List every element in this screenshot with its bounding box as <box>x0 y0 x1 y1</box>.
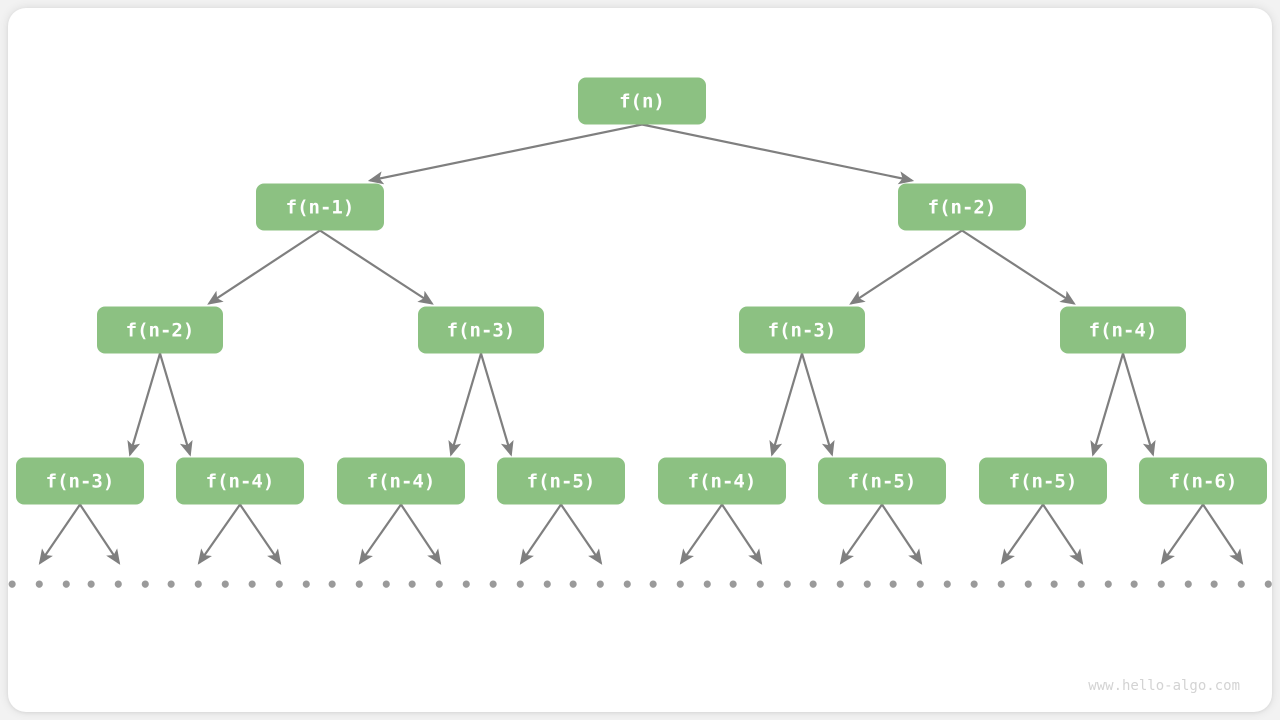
tree-node-label: f(n-3) <box>46 471 115 493</box>
tree-node-label: f(n-5) <box>848 471 917 493</box>
tree-node-box <box>256 183 384 231</box>
leaf-ellipsis: • • • <box>1208 573 1276 597</box>
tree-node-box <box>1060 306 1186 354</box>
leaf-ellipsis: • • • <box>887 573 955 597</box>
tree-node-label: f(n-4) <box>206 471 275 493</box>
leaf-ellipsis: • • • <box>1128 573 1196 597</box>
tree-node-box <box>898 183 1026 231</box>
leaf-ellipsis: • • • <box>647 573 715 597</box>
tree-edge-leaf <box>839 503 883 565</box>
tree-node[interactable]: f(n-5) <box>979 457 1107 505</box>
tree-edge <box>849 229 963 305</box>
tree-node-label: f(n-2) <box>126 320 195 342</box>
tree-edge <box>1121 353 1156 457</box>
tree-node-label: f(n-3) <box>768 320 837 342</box>
leaf-ellipsis: • • • <box>6 573 74 597</box>
tree-node-label: f(n-5) <box>527 471 596 493</box>
leaf-ellipsis: • • • <box>968 573 1036 597</box>
tree-node-box <box>16 457 144 505</box>
tree-edge-leaf <box>1042 503 1084 565</box>
tree-node-box <box>578 77 706 125</box>
leaf-ellipsis: • • • <box>1048 573 1116 597</box>
tree-edge <box>769 353 804 457</box>
tree-node[interactable]: f(n-2) <box>97 306 223 354</box>
tree-node-box <box>176 457 304 505</box>
tree-node[interactable]: f(n-4) <box>1060 306 1186 354</box>
tree-edge-leaf <box>197 503 241 565</box>
tree-node-box <box>979 457 1107 505</box>
nodes-layer: f(n) f(n-1) f(n-2) f(n-2) f(n-3) f(n-3) f(n-4)… <box>16 77 1267 505</box>
tree-node-box <box>739 306 865 354</box>
tree-node-label: f(n-3) <box>447 320 516 342</box>
tree-edge <box>479 353 514 457</box>
tree-node-label: f(n-4) <box>1089 320 1158 342</box>
tree-node[interactable]: f(n-4) <box>176 457 304 505</box>
tree-node-label: f(n-6) <box>1169 471 1238 493</box>
tree-edge-leaf <box>400 503 442 565</box>
tree-node-box <box>1139 457 1267 505</box>
tree-edge-leaf <box>721 503 763 565</box>
tree-edge-leaf <box>881 503 923 565</box>
tree-node-box <box>337 457 465 505</box>
tree-edge-leaf <box>560 503 603 565</box>
tree-node-box <box>97 306 223 354</box>
leaf-ellipsis: • • • <box>727 573 795 597</box>
tree-node[interactable]: f(n-4) <box>658 457 786 505</box>
tree-edge-leaf <box>38 503 81 565</box>
tree-edge <box>127 353 162 457</box>
tree-edge <box>641 123 915 185</box>
tree-node-label: f(n-4) <box>688 471 757 493</box>
tree-edge <box>1090 353 1125 457</box>
tree-edge <box>448 353 483 457</box>
leaf-ellipsis: • • • <box>85 573 153 597</box>
tree-node-label: f(n-1) <box>286 197 355 219</box>
tree-node[interactable]: f(n-5) <box>497 457 625 505</box>
tree-edge <box>207 229 321 305</box>
tree-edge <box>961 229 1076 305</box>
tree-edge-leaf <box>358 503 402 565</box>
tree-node-label: f(n-5) <box>1009 471 1078 493</box>
leaf-ellipsis: • • • <box>406 573 474 597</box>
leaf-ellipsis: • • • <box>807 573 875 597</box>
watermark: www.hello-algo.com <box>1088 678 1240 694</box>
tree-node[interactable]: f(n) <box>578 77 706 125</box>
tree-node-label: f(n-4) <box>367 471 436 493</box>
tree-node-label: f(n-2) <box>928 197 997 219</box>
tree-edge-leaf <box>1160 503 1204 565</box>
tree-edge-leaf <box>79 503 121 565</box>
tree-node-box <box>418 306 544 354</box>
leaf-ellipsis-layer: • • • • • • • • • • • • • • • • • • • • • • • •… <box>6 573 1276 597</box>
tree-edge-leaf <box>239 503 282 565</box>
tree-edge-leaf <box>1202 503 1244 565</box>
tree-node[interactable]: f(n-3) <box>16 457 144 505</box>
tree-node-label: f(n) <box>619 91 665 113</box>
leaf-ellipsis: • • • <box>567 573 635 597</box>
tree-node[interactable]: f(n-6) <box>1139 457 1267 505</box>
tree-node[interactable]: f(n-2) <box>898 183 1026 231</box>
leaf-ellipsis: • • • <box>326 573 394 597</box>
tree-edge-leaf <box>679 503 723 565</box>
tree-edge <box>319 229 434 305</box>
tree-edge <box>158 353 193 457</box>
tree-node-box <box>818 457 946 505</box>
leaf-ellipsis: • • • <box>165 573 233 597</box>
tree-node[interactable]: f(n-4) <box>337 457 465 505</box>
leaf-ellipsis: • • • <box>246 573 314 597</box>
leaf-ellipsis: • • • <box>487 573 555 597</box>
tree-edge <box>800 353 835 457</box>
tree-node-box <box>658 457 786 505</box>
tree-node[interactable]: f(n-3) <box>418 306 544 354</box>
tree-node[interactable]: f(n-5) <box>818 457 946 505</box>
tree-node-box <box>497 457 625 505</box>
tree-node[interactable]: f(n-1) <box>256 183 384 231</box>
tree-node[interactable]: f(n-3) <box>739 306 865 354</box>
tree-edge-leaf <box>1000 503 1044 565</box>
edges-layer <box>38 123 1244 565</box>
tree-edge-leaf <box>519 503 562 565</box>
tree-edge <box>367 123 643 185</box>
